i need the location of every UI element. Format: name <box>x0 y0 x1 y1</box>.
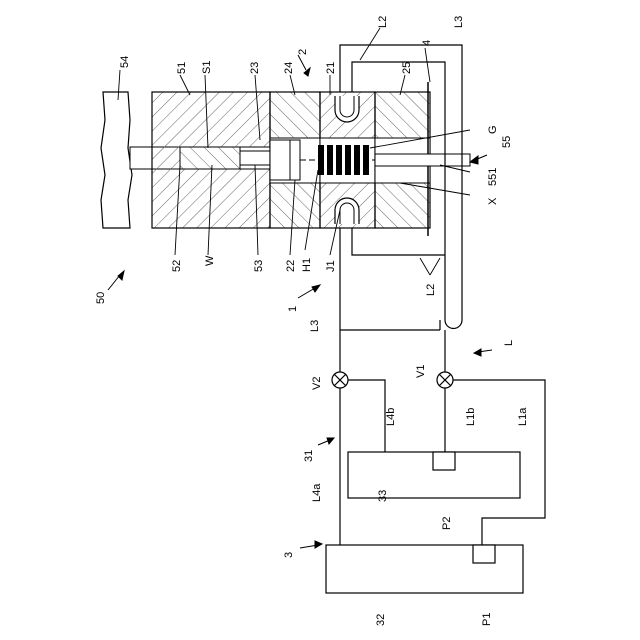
valve-V1 <box>437 372 453 388</box>
unit-33 <box>348 452 520 498</box>
label-L2-top: L2 <box>377 16 389 28</box>
label-22: 22 <box>285 260 297 272</box>
label-24: 24 <box>283 62 295 74</box>
label-L3-mid: L3 <box>309 320 321 332</box>
label-51: 51 <box>176 62 188 74</box>
label-3: 3 <box>283 552 295 558</box>
label-52: 52 <box>171 260 183 272</box>
unit-32 <box>326 545 523 593</box>
label-54: 54 <box>119 56 131 68</box>
label-2: 2 <box>297 49 309 55</box>
label-S1: S1 <box>201 61 213 74</box>
label-L4b: L4b <box>385 408 397 426</box>
label-L1a: L1a <box>517 407 529 426</box>
label-32: 32 <box>375 614 387 626</box>
label-21: 21 <box>325 62 337 74</box>
label-P2: P2 <box>441 517 453 530</box>
label-55: 55 <box>501 136 513 148</box>
valve-V2 <box>332 372 348 388</box>
label-W: W <box>204 255 216 266</box>
label-X: X <box>487 197 499 205</box>
block-51 <box>152 92 270 228</box>
pipe-L3-main <box>340 330 445 372</box>
label-J1: J1 <box>325 260 337 272</box>
label-25: 25 <box>401 62 413 74</box>
label-4: 4 <box>421 40 433 46</box>
label-33: 33 <box>377 490 389 502</box>
label-L3-top: L3 <box>453 16 465 28</box>
label-1: 1 <box>287 306 299 312</box>
label-L: L <box>503 340 515 346</box>
label-L1b: L1b <box>465 408 477 426</box>
label-L2-bot: L2 <box>425 284 437 296</box>
label-31: 31 <box>303 450 315 462</box>
label-P1: P1 <box>481 613 493 626</box>
label-G: G <box>487 125 499 134</box>
label-H1: H1 <box>301 258 313 272</box>
label-23: 23 <box>249 62 261 74</box>
label-L4a: L4a <box>311 483 323 502</box>
label-551: 551 <box>487 168 499 186</box>
label-50: 50 <box>95 292 107 304</box>
label-V2: V2 <box>311 377 323 390</box>
label-53: 53 <box>253 260 265 272</box>
label-V1: V1 <box>415 365 427 378</box>
